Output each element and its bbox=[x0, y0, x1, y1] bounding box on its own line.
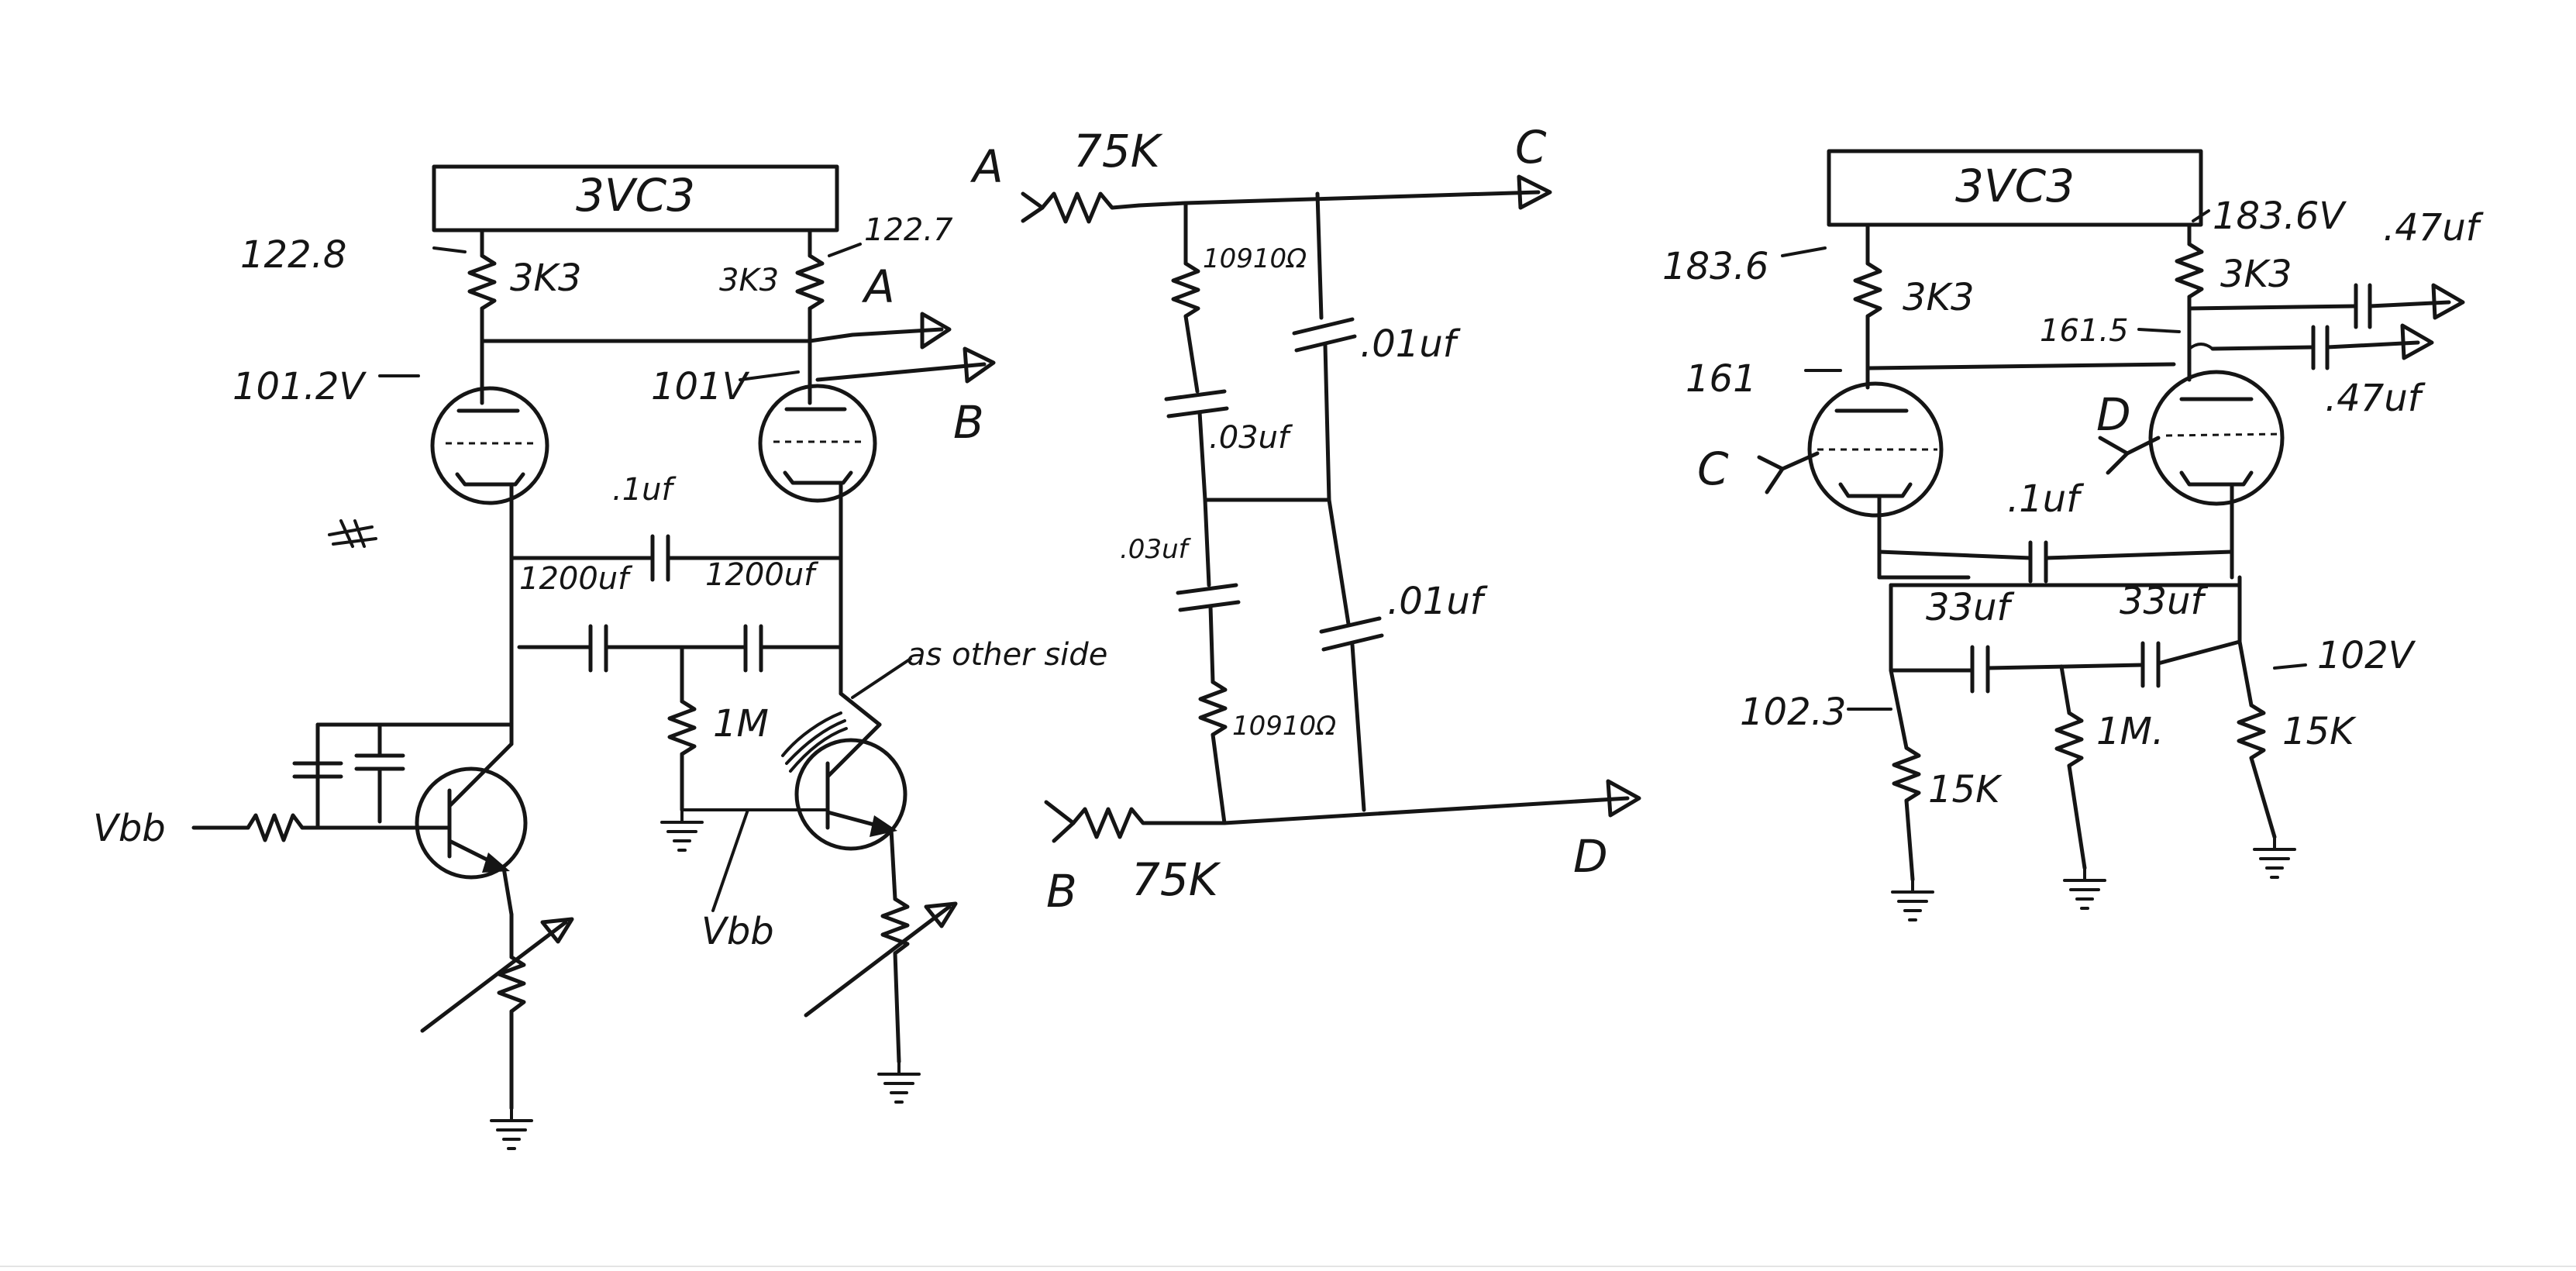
plate-supply-left-right: 183.6 bbox=[1662, 245, 1768, 288]
tube-heater-box-right bbox=[1827, 149, 2203, 227]
cathode-cap-left-r-label: 33uf bbox=[1926, 586, 2015, 629]
resistor-lower-label: 10910Ω bbox=[1232, 711, 1336, 742]
tube-type-label: 3VC3 bbox=[576, 169, 695, 222]
plate-voltage-right-right: 161.5 bbox=[2040, 313, 2129, 349]
cap-top-label-r: .1uf bbox=[2007, 477, 2084, 521]
input-a-label: A bbox=[969, 140, 1004, 193]
plate-resistor-right-r-label: 3K3 bbox=[2220, 253, 2292, 296]
plate-supply-left: 122.8 bbox=[240, 233, 346, 277]
triode-left-r bbox=[1807, 366, 1944, 580]
phase-network: A 75K C 10910Ω .03uf .03uf 10910Ω .01uf bbox=[969, 121, 1641, 918]
tube-type-label-right: 3VC3 bbox=[1955, 160, 2075, 212]
cap-left-upper-label: .03uf bbox=[1209, 420, 1293, 456]
plate-resistor-left-label: 3K3 bbox=[510, 257, 582, 300]
out-cap-bottom-label: .47uf bbox=[2325, 377, 2426, 420]
plate-resistor-right-r bbox=[2175, 242, 2204, 299]
left-circuit: 3VC3 122.8 122.7 3K3 3K3 A B 101.2V bbox=[93, 164, 1107, 1150]
cathode-res-right bbox=[2237, 703, 2266, 760]
shading-mark bbox=[781, 711, 848, 773]
series-bottom-label: 75K bbox=[1131, 853, 1221, 906]
series-resistor-top bbox=[1040, 191, 1142, 224]
plate-supply-right: 122.7 bbox=[864, 212, 953, 248]
plate-resistor-left-r-label: 3K3 bbox=[1903, 276, 1975, 319]
plate-voltage-right: 101V bbox=[651, 365, 750, 408]
cap-right-lower-label: .01uf bbox=[1387, 580, 1488, 623]
input-c-label-r: C bbox=[1697, 443, 1729, 495]
output-d-label: D bbox=[1573, 830, 1608, 883]
cathode-res-left bbox=[1892, 746, 1921, 803]
cap-left-lower-label: .03uf bbox=[1120, 534, 1192, 565]
plate-supply-right-right: 183.6V bbox=[2213, 195, 2347, 238]
triode-right-r bbox=[2148, 362, 2285, 580]
out-cap-top-label: .47uf bbox=[2383, 206, 2484, 250]
transistor-right bbox=[794, 691, 958, 1104]
resistor-lower bbox=[1198, 680, 1228, 737]
plate-voltage-left: 101.2V bbox=[232, 365, 367, 408]
series-resistor-bottom bbox=[1071, 807, 1227, 839]
cathode-voltage-left: 102.3 bbox=[1740, 691, 1846, 734]
bias-right-label: Vbb bbox=[701, 910, 774, 953]
center-resistor-label: 1M bbox=[713, 702, 769, 746]
input-b-label: B bbox=[1046, 865, 1077, 918]
cathode-res-left-label: 15K bbox=[1928, 768, 2003, 811]
crossed-out-mark bbox=[328, 519, 377, 548]
cathode-res-right-label: 15K bbox=[2282, 710, 2357, 753]
resistor-upper bbox=[1171, 261, 1200, 319]
transistor-left bbox=[415, 722, 574, 1150]
series-top-label: 75K bbox=[1073, 125, 1163, 177]
note-label: as other side bbox=[907, 637, 1107, 673]
cathode-voltage-right: 102V bbox=[2317, 634, 2416, 677]
cathode-cap-right-r-label: 33uf bbox=[2120, 580, 2209, 623]
plate-resistor-left-r bbox=[1853, 261, 1882, 319]
plate-resistor-left bbox=[467, 228, 497, 343]
cathode-res-center-label: 1M. bbox=[2096, 710, 2164, 753]
cathode-cap-left-label: 1200uf bbox=[519, 561, 633, 597]
plate-resistor-right bbox=[795, 228, 825, 343]
triode-left bbox=[430, 339, 549, 560]
right-circuit: 3VC3 183.6 183.6V 3K3 3K3 161 161.5 .47u… bbox=[1662, 149, 2484, 921]
center-resistor-1m bbox=[660, 645, 704, 852]
output-a-label: A bbox=[861, 260, 895, 313]
cathode-res-center bbox=[2054, 711, 2084, 768]
cap-right-upper-label: .01uf bbox=[1360, 322, 1461, 366]
triode-right bbox=[758, 339, 877, 560]
output-c-label: C bbox=[1515, 121, 1547, 174]
cap-top-label: .1uf bbox=[612, 472, 677, 508]
bias-left-label: Vbb bbox=[93, 807, 166, 850]
resistor-upper-label: 10910Ω bbox=[1203, 243, 1307, 274]
tube-heater-box-left bbox=[432, 164, 839, 232]
plate-voltage-left-right: 161 bbox=[1686, 357, 1757, 401]
cathode-cap-right-label: 1200uf bbox=[705, 557, 819, 593]
plate-resistor-right-label: 3K3 bbox=[719, 263, 779, 298]
output-b-label: B bbox=[953, 396, 984, 449]
input-d-label-r: D bbox=[2096, 388, 2131, 441]
